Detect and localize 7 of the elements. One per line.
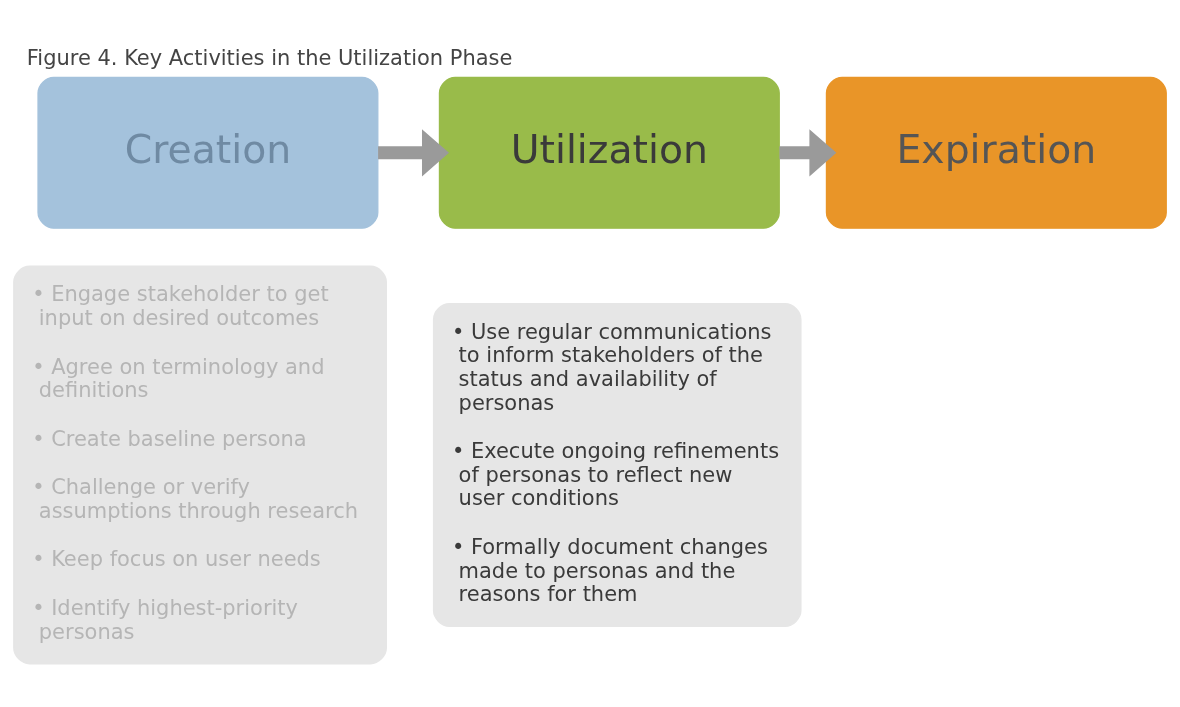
diagram-title: Figure 4. Key Activities in the Utilization Phase [26,46,513,71]
node-box: • Use regular communications to inform stakeholders of the status and availability of personas • Execute ongoing refinements of personas to reflect new user conditions • Formally document changes made to personas and the reasons for them [432,303,802,627]
node-box: Expiration [825,76,1167,229]
arrow [779,129,837,177]
node-box: Creation [37,76,379,229]
node-box: Utilization [438,76,780,229]
arrow [378,129,449,177]
